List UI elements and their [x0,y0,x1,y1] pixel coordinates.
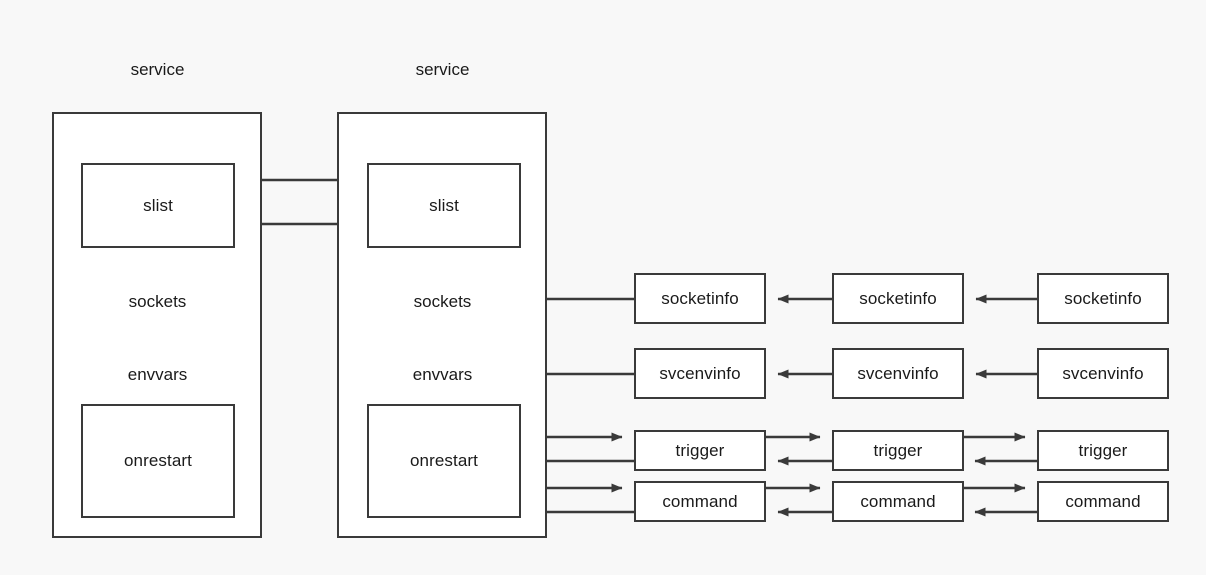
node-command-2: command [832,481,964,522]
node-socketinfo-2: socketinfo [832,273,964,324]
node-socketinfo-1: socketinfo [634,273,766,324]
field-label-envvars-left: envvars [127,365,188,384]
node-trigger-1: trigger [634,430,766,471]
node-slist-left: slist [81,163,235,248]
node-slist-right: slist [367,163,521,248]
node-svcenvinfo-2: svcenvinfo [832,348,964,399]
field-label-sockets-left: sockets [128,292,187,311]
node-svcenvinfo-3: svcenvinfo [1037,348,1169,399]
service-title-right: service [415,60,470,79]
field-label-envvars-right: envvars [412,365,473,384]
node-command-3: command [1037,481,1169,522]
node-socketinfo-3: socketinfo [1037,273,1169,324]
field-label-sockets-right: sockets [413,292,472,311]
node-trigger-3: trigger [1037,430,1169,471]
node-command-1: command [634,481,766,522]
node-onrestart-left: onrestart [81,404,235,518]
node-svcenvinfo-1: svcenvinfo [634,348,766,399]
node-onrestart-right: onrestart [367,404,521,518]
node-trigger-2: trigger [832,430,964,471]
service-title-left: service [130,60,185,79]
